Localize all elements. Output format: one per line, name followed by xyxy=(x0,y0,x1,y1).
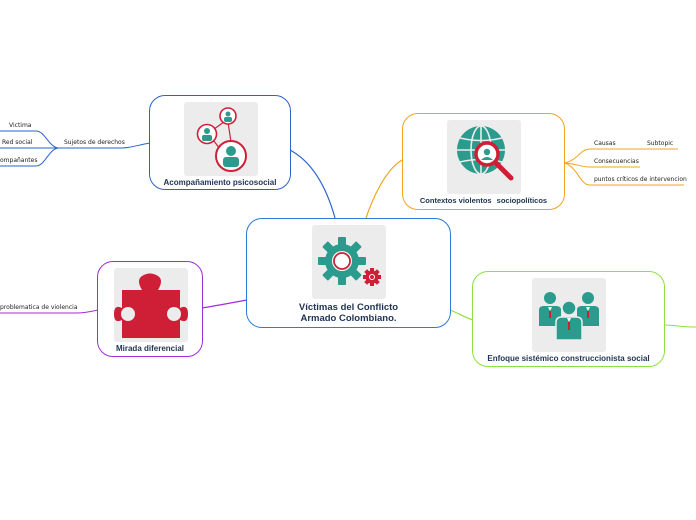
leaf-acompanantes[interactable]: ompañantes xyxy=(0,157,38,164)
connector-central-acompanamiento xyxy=(289,149,336,219)
globe-search-icon xyxy=(457,125,514,181)
contextos-title-b: sociopolíticos xyxy=(496,196,548,205)
topic-contextos[interactable]: Contextos violentos sociopolíticos xyxy=(402,113,565,210)
leaf-red-social[interactable]: Red social xyxy=(2,139,33,146)
central-topic[interactable]: Víctimas del Conflicto Armado Colombiano… xyxy=(246,218,451,328)
leaf-causas[interactable]: Causas xyxy=(594,140,616,147)
mirada-image xyxy=(114,268,188,342)
central-title: Víctimas del Conflicto Armado Colombiano… xyxy=(298,302,399,324)
mirada-title: Mirada diferencial xyxy=(115,344,185,353)
acompanamiento-title: Acompañamiento psicosocial xyxy=(163,178,277,187)
connector-enfoque-right xyxy=(664,324,696,328)
acompanamiento-image xyxy=(184,102,258,176)
connector-acompanamiento-sujetos xyxy=(121,142,151,149)
contextos-image xyxy=(447,120,521,194)
connector-contextos-causas xyxy=(564,148,591,164)
connector-sujetos-victima xyxy=(35,130,59,149)
contextos-title: Contextos violentos sociopolíticos xyxy=(403,196,564,205)
gears-icon xyxy=(318,237,381,286)
enfoque-title: Enfoque sistémico construccionista socia… xyxy=(487,354,650,363)
connector-central-enfoque xyxy=(449,309,474,321)
connector-sujetos-acompanantes xyxy=(35,147,59,167)
topic-acompanamiento[interactable]: Acompañamiento psicosocial xyxy=(149,95,291,190)
connector-mirada-problematica xyxy=(75,309,99,314)
puzzle-piece-icon xyxy=(114,273,188,338)
leaf-problematica-violencia[interactable]: problematica de violencia xyxy=(0,304,78,311)
connector-central-contextos xyxy=(365,159,403,219)
leaf-puntos-criticos[interactable]: puntos críticos de intervencion xyxy=(594,176,687,183)
team-people-icon xyxy=(539,292,599,341)
connector-contextos-puntos xyxy=(564,162,591,186)
topic-enfoque[interactable]: Enfoque sistémico construccionista socia… xyxy=(472,271,665,367)
leaf-consecuencias[interactable]: Consecuencias xyxy=(594,158,639,165)
contextos-title-a: Contextos violentos xyxy=(419,196,492,205)
subtopic-sujetos-derechos[interactable]: Sujetos de derechos xyxy=(64,139,125,146)
central-image xyxy=(312,225,386,299)
leaf-victima[interactable]: Victima xyxy=(9,122,32,129)
people-network-icon xyxy=(196,107,247,172)
connector-central-mirada xyxy=(201,299,248,309)
leaf-subtopic[interactable]: Subtopic xyxy=(647,140,674,147)
enfoque-image xyxy=(532,278,606,352)
connector-contextos-consecuencias xyxy=(564,162,591,168)
topic-mirada[interactable]: Mirada diferencial xyxy=(97,261,203,357)
